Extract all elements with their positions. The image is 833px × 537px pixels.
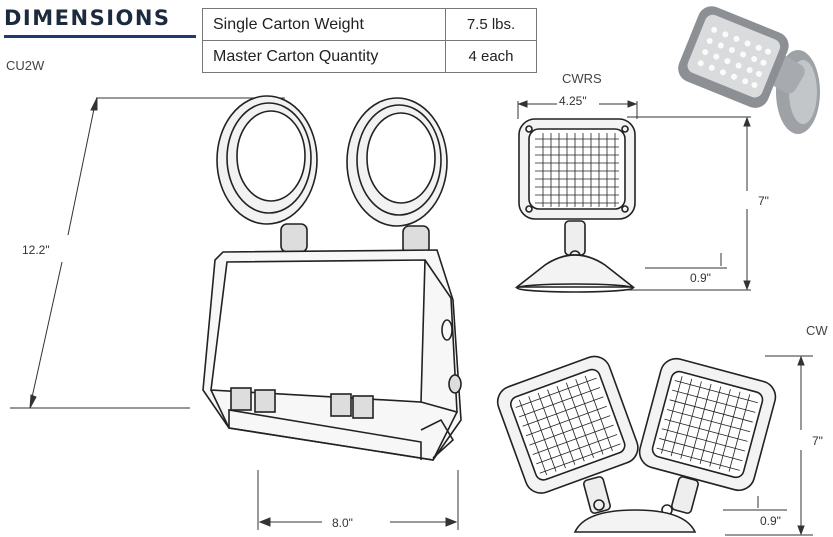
cu2w-unit-drawing [202, 95, 462, 461]
spec-value: 4 each [445, 40, 537, 73]
cw-unit-drawing [496, 355, 813, 536]
cu2w-width-label: 8.0" [332, 516, 353, 530]
table-row: Single Carton Weight 7.5 lbs. [202, 8, 537, 41]
model-label-cw: CW [806, 323, 828, 338]
product-photo [678, 6, 820, 134]
spec-label: Master Carton Quantity [202, 40, 446, 73]
cw-base-label: 0.9" [760, 514, 781, 528]
cw-height-label: 7" [812, 434, 823, 448]
spec-label: Single Carton Weight [202, 8, 446, 41]
model-label-cwrs: CWRS [562, 71, 602, 86]
cwrs-width-label: 4.25" [557, 94, 589, 108]
cwrs-unit-drawing [514, 100, 751, 293]
spec-table: Single Carton Weight 7.5 lbs. Master Car… [202, 8, 537, 73]
title-underline [4, 35, 196, 38]
table-row: Master Carton Quantity 4 each [202, 40, 537, 73]
cwrs-height-label: 7" [758, 194, 769, 208]
cu2w-height-label: 12.2" [22, 243, 50, 257]
page-title: DIMENSIONS [4, 6, 171, 30]
cwrs-base-label: 0.9" [690, 271, 711, 285]
model-label-cu2w: CU2W [6, 58, 45, 73]
